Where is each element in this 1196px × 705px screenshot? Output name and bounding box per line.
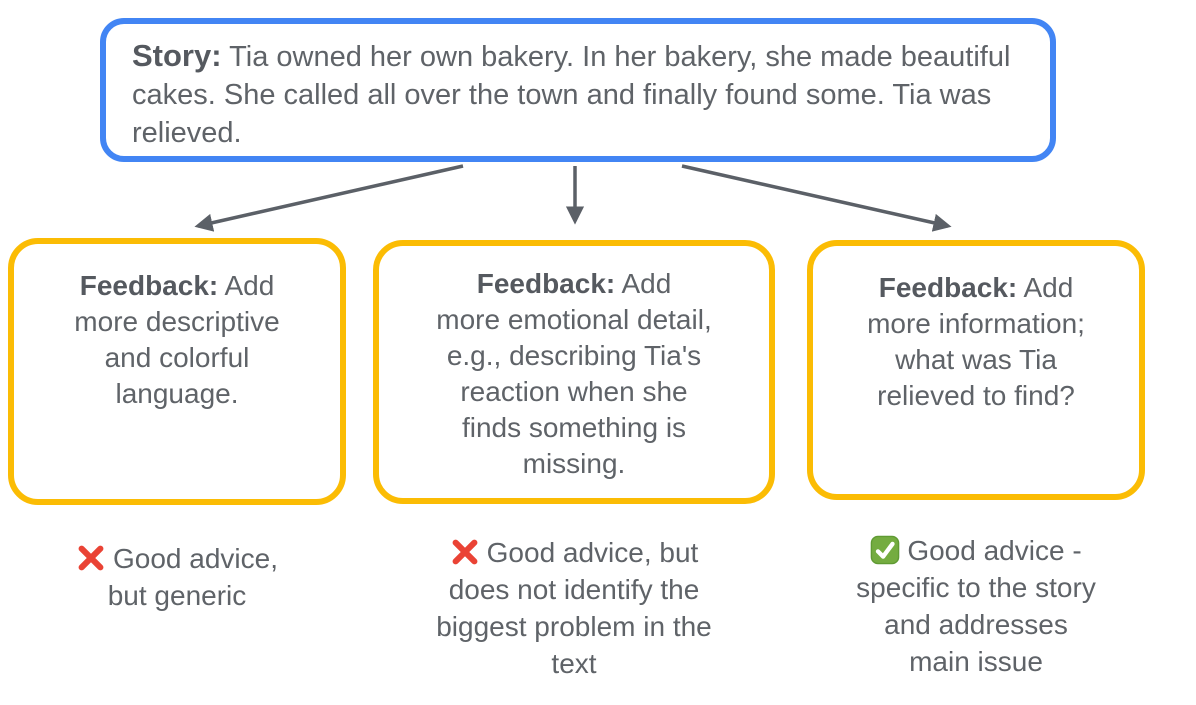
- arrow-story-to-feedback-1: [194, 164, 464, 232]
- feedback-box-1: Feedback: Add more descriptive and color…: [8, 238, 346, 505]
- feedback-2-label: Feedback:: [476, 268, 616, 299]
- verdict-1-text: Good advice, but generic: [107, 543, 278, 611]
- arrow-story-to-feedback-3: [681, 164, 952, 232]
- cross-mark-icon: [450, 537, 480, 567]
- feedback-3-label: Feedback:: [878, 272, 1018, 303]
- verdict-3-text: Good advice - specific to the story and …: [856, 535, 1096, 677]
- verdict-1: Good advice, but generic: [8, 540, 346, 614]
- feedback-1-text: Add more descriptive and colorful langua…: [74, 270, 280, 409]
- feedback-2-text: Add more emotional detail, e.g., describ…: [436, 268, 712, 479]
- verdict-2: Good advice, but does not identify the b…: [373, 534, 775, 682]
- feedback-box-2: Feedback: Add more emotional detail, e.g…: [373, 240, 775, 504]
- feedback-1-label: Feedback:: [79, 270, 219, 301]
- verdict-2-text: Good advice, but does not identify the b…: [436, 537, 712, 679]
- cross-mark-icon: [76, 543, 106, 573]
- feedback-box-3: Feedback: Add more information; what was…: [807, 240, 1145, 500]
- story-text: Tia owned her own bakery. In her bakery,…: [132, 41, 1011, 149]
- feedback-3-text: Add more information; what was Tia relie…: [867, 272, 1085, 411]
- story-box: Story: Tia owned her own bakery. In her …: [100, 18, 1056, 162]
- check-mark-icon: [870, 535, 900, 565]
- verdict-3: Good advice - specific to the story and …: [807, 532, 1145, 680]
- story-label: Story:: [132, 38, 222, 73]
